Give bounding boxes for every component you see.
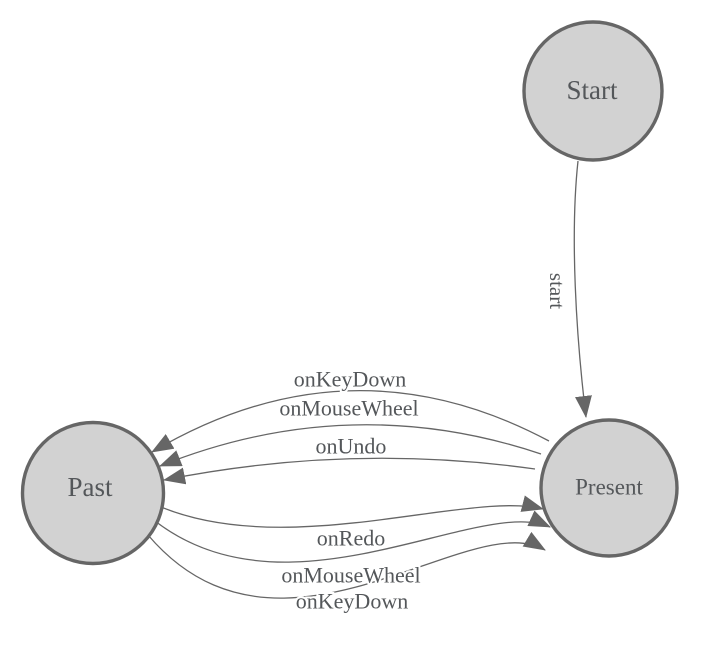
edge-label-onmousewheel-top: onMouseWheel xyxy=(279,396,418,421)
edge-label-onmousewheel-bottom: onMouseWheel xyxy=(281,563,420,588)
edge-label-onkeydown-top: onKeyDown xyxy=(294,367,406,392)
edge-present-to-past-onundo xyxy=(163,457,536,485)
node-start-circle xyxy=(522,20,664,162)
node-past-circle xyxy=(20,420,166,566)
edge-start-to-present xyxy=(573,160,592,418)
edge-group xyxy=(147,160,592,599)
node-start-label: Start xyxy=(567,75,618,105)
node-label-group: Start Present Past xyxy=(67,75,643,502)
edge-present-to-past-onkeydown xyxy=(151,389,550,453)
node-past-label: Past xyxy=(67,472,113,502)
edge-past-to-present-onkeydown xyxy=(147,531,546,599)
edge-past-to-present-onmousewheel xyxy=(154,510,551,563)
node-present-circle xyxy=(539,418,679,558)
node-present-label: Present xyxy=(575,475,643,500)
node-group xyxy=(20,20,679,566)
edge-past-to-present-onredo xyxy=(160,495,544,528)
edge-label-start: start xyxy=(545,273,569,309)
edge-label-onredo: onRedo xyxy=(317,526,385,551)
edge-label-onkeydown-bottom: onKeyDown xyxy=(296,589,408,614)
edge-label-onundo: onUndo xyxy=(316,434,387,459)
edge-present-to-past-onmousewheel xyxy=(159,424,542,467)
edge-label-group: start onKeyDown onMouseWheel onUndo onRe… xyxy=(277,271,571,616)
